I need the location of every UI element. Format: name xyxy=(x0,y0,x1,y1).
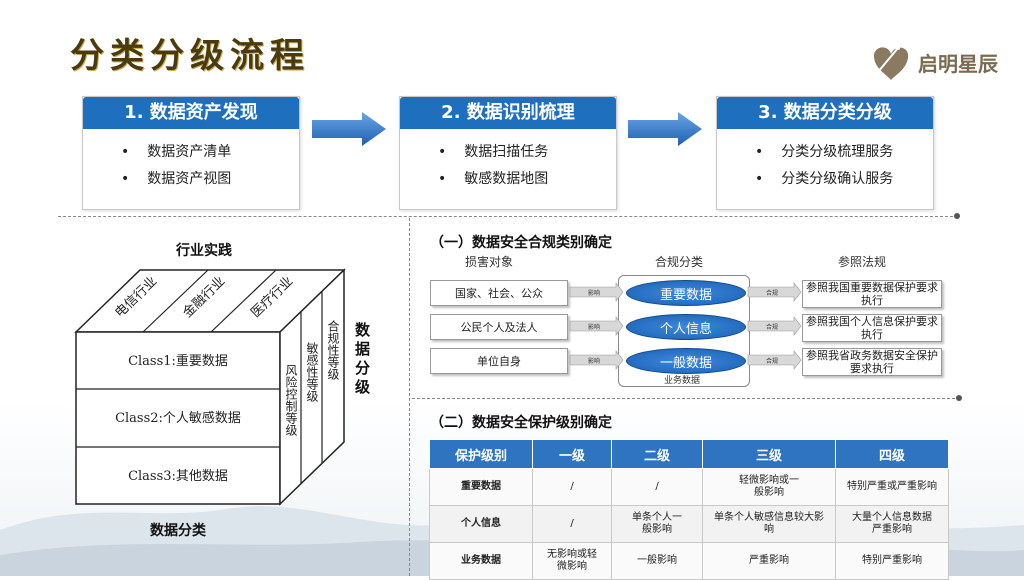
table-cell: / xyxy=(611,468,703,506)
arrow-right-icon xyxy=(628,112,702,146)
cube-side-label: 数据分级 xyxy=(353,322,371,398)
step-title: 2. 数据识别梳理 xyxy=(400,97,616,129)
compliance-header-category: 合规分类 xyxy=(655,255,704,269)
divider xyxy=(412,398,960,399)
arrow-label-impact: 影响 xyxy=(588,289,600,297)
table-cell: 大量个人信息数据严重影响 xyxy=(835,505,949,543)
table-header: 四级 xyxy=(835,439,949,469)
table-row: 个人信息 / 单条个人一般影响 单条个人敏感信息较大影响 大量个人信息数据严重影… xyxy=(429,505,949,543)
step-card-asset-discovery: 1. 数据资产发现 数据资产清单 数据资产视图 xyxy=(82,96,300,210)
divider xyxy=(409,218,410,576)
step-item: 分类分级梳理服务 xyxy=(755,139,933,166)
table-cell: 重要数据 xyxy=(429,468,533,506)
page-title: 分类分级流程 xyxy=(70,36,310,76)
protection-section-title: （二）数据安全保护级别确定 xyxy=(430,415,612,431)
protection-level-table: 保护级别 一级 二级 三级 四级 重要数据 / / 轻微影响或一般影响 特别严重… xyxy=(429,439,949,580)
damage-target-box: 公民个人及法人 xyxy=(430,314,568,340)
step-title: 1. 数据资产发现 xyxy=(83,97,299,129)
step-item: 分类分级确认服务 xyxy=(755,166,933,193)
table-cell: / xyxy=(532,505,612,543)
step-card-classification: 3. 数据分类分级 分类分级梳理服务 分类分级确认服务 xyxy=(716,96,934,210)
compliance-section-title: （一）数据安全合规类别确定 xyxy=(430,235,612,251)
table-row: 重要数据 / / 轻微影响或一般影响 特别严重或严重影响 xyxy=(429,468,949,506)
arrow-label-impact: 影响 xyxy=(588,357,600,365)
cube-bottom-label: 数据分类 xyxy=(150,523,206,539)
category-pill-general: 一般数据 xyxy=(626,348,746,374)
regulation-box: 参照我国重要数据保护要求执行 xyxy=(802,280,942,308)
cube-side-item: 合规性等级 xyxy=(326,319,340,380)
table-cell: 无影响或轻微影响 xyxy=(532,542,612,580)
divider xyxy=(58,216,958,217)
cube-side-item: 敏感性等级 xyxy=(305,341,319,402)
arrow-right-icon xyxy=(312,112,386,146)
compliance-header-regulation: 参照法规 xyxy=(838,255,887,269)
table-header: 一级 xyxy=(532,439,612,469)
table-header: 保护级别 xyxy=(429,439,533,469)
table-cell: 严重影响 xyxy=(702,542,836,580)
arrow-label-compliance: 合规 xyxy=(766,289,778,297)
table-row: 业务数据 无影响或轻微影响 一般影响 严重影响 特别严重影响 xyxy=(429,542,949,580)
step-item: 数据资产清单 xyxy=(121,139,299,166)
compliance-header-damage: 损害对象 xyxy=(465,255,514,269)
step-item: 数据资产视图 xyxy=(121,166,299,193)
category-pill-personal: 个人信息 xyxy=(626,314,746,340)
step-item: 数据扫描任务 xyxy=(438,139,616,166)
damage-target-box: 单位自身 xyxy=(430,348,568,374)
table-cell: / xyxy=(532,468,612,506)
regulation-box: 参照我国个人信息保护要求执行 xyxy=(802,314,942,342)
table-cell: 特别严重影响 xyxy=(835,542,949,580)
step-card-data-identification: 2. 数据识别梳理 数据扫描任务 敏感数据地图 xyxy=(399,96,617,210)
table-cell: 单条个人一般影响 xyxy=(611,505,703,543)
arrow-label-compliance: 合规 xyxy=(766,323,778,331)
damage-target-box: 国家、社会、公众 xyxy=(430,280,568,306)
logo-text: 启明星辰 xyxy=(918,52,998,76)
divider-dot xyxy=(956,395,962,401)
step-title: 3. 数据分类分级 xyxy=(717,97,933,129)
table-cell: 轻微影响或一般影响 xyxy=(702,468,836,506)
category-pill-important: 重要数据 xyxy=(626,280,746,306)
table-cell: 个人信息 xyxy=(429,505,533,543)
company-logo: 启明星辰 xyxy=(868,42,998,82)
compliance-arrows: 合规 合规 合规 xyxy=(747,282,802,370)
compliance-mid-footer: 业务数据 xyxy=(664,376,701,386)
table-cell: 特别严重或严重影响 xyxy=(835,468,949,506)
table-header: 二级 xyxy=(611,439,703,469)
regulation-box: 参照我省政务数据安全保护要求执行 xyxy=(802,348,942,376)
logo-mark-icon xyxy=(874,46,909,80)
step-item: 敏感数据地图 xyxy=(438,166,616,193)
divider-dot xyxy=(954,213,960,219)
classification-cube: 电信行业 金融行业 医疗行业 Class1:重要数据 Class2:个人敏感数据… xyxy=(74,268,346,506)
arrow-label-impact: 影响 xyxy=(588,323,600,331)
cube-class-label: Class3:其他数据 xyxy=(128,469,228,484)
cube-side-item: 风险控制等级 xyxy=(284,364,298,436)
table-header: 三级 xyxy=(702,439,836,469)
table-cell: 一般影响 xyxy=(611,542,703,580)
cube-top-label: 行业实践 xyxy=(176,243,232,259)
impact-arrows: 影响 影响 影响 xyxy=(569,282,624,370)
cube-class-label: Class2:个人敏感数据 xyxy=(115,410,241,426)
table-cell: 业务数据 xyxy=(429,542,533,580)
cube-class-label: Class1:重要数据 xyxy=(128,353,228,369)
table-header-row: 保护级别 一级 二级 三级 四级 xyxy=(429,439,949,469)
table-cell: 单条个人敏感信息较大影响 xyxy=(702,505,836,543)
arrow-label-compliance: 合规 xyxy=(766,357,778,365)
